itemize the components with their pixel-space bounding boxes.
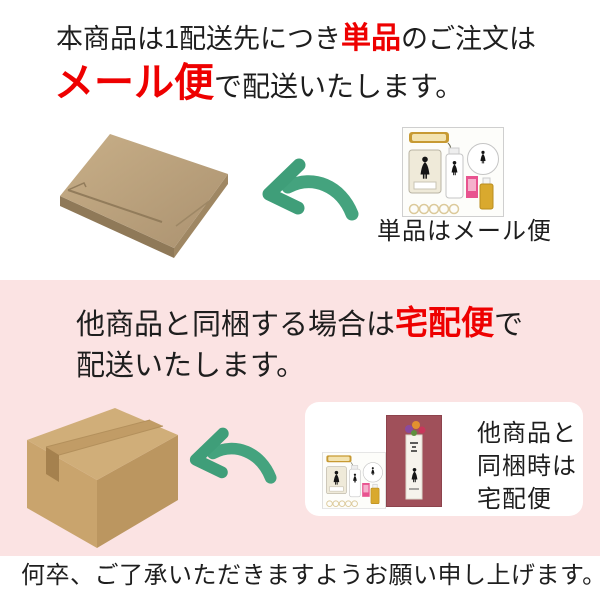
heading2-post: で配送いたします。 xyxy=(214,71,464,102)
bundle-heading1-post: で xyxy=(494,309,524,341)
heading2-highlight-mailbin: メール便 xyxy=(54,61,214,105)
heading1-post: のご注文は xyxy=(401,24,537,54)
panel-line-3: 宅配便 xyxy=(477,486,552,513)
heading1-pre: 本商品は1配送先につき xyxy=(56,24,342,54)
footer-apology-note: 何卒、ご了承いただきますようお願い申し上げます。 xyxy=(21,562,600,589)
arrow-left-icon xyxy=(255,150,360,232)
bundle-heading-line2: 配送いたします。 xyxy=(76,350,306,382)
single-item-product-photo xyxy=(402,127,504,217)
panel-line-1: 他商品と xyxy=(477,420,577,447)
single-order-heading-line1: 本商品は1配送先につき単品のご注文は xyxy=(56,20,536,58)
red-gift-package xyxy=(386,415,442,507)
bundle-photo-panel: 他商品と 同梱時は 宅配便 xyxy=(305,402,583,516)
bundle-panel-text: 他商品と 同梱時は 宅配便 xyxy=(477,417,577,516)
arrow-left-icon xyxy=(183,420,278,494)
bundle-heading-line1: 他商品と同梱する場合は宅配便で xyxy=(76,302,523,343)
cardboard-box-illustration xyxy=(27,408,178,548)
panel-line-2: 同梱時は xyxy=(477,453,577,480)
heading1-highlight-tanpin: 単品 xyxy=(341,22,402,55)
bundle-heading1-pre: 他商品と同梱する場合は xyxy=(76,309,396,341)
flat-mailer-illustration xyxy=(60,134,228,258)
single-order-heading-line2: メール便で配送いたします。 xyxy=(54,58,463,108)
bundle-product-photo xyxy=(322,452,386,509)
bundle-heading1-highlight-takuhaibin: 宅配便 xyxy=(395,304,495,341)
single-item-photo-caption: 単品はメール便 xyxy=(377,218,552,245)
